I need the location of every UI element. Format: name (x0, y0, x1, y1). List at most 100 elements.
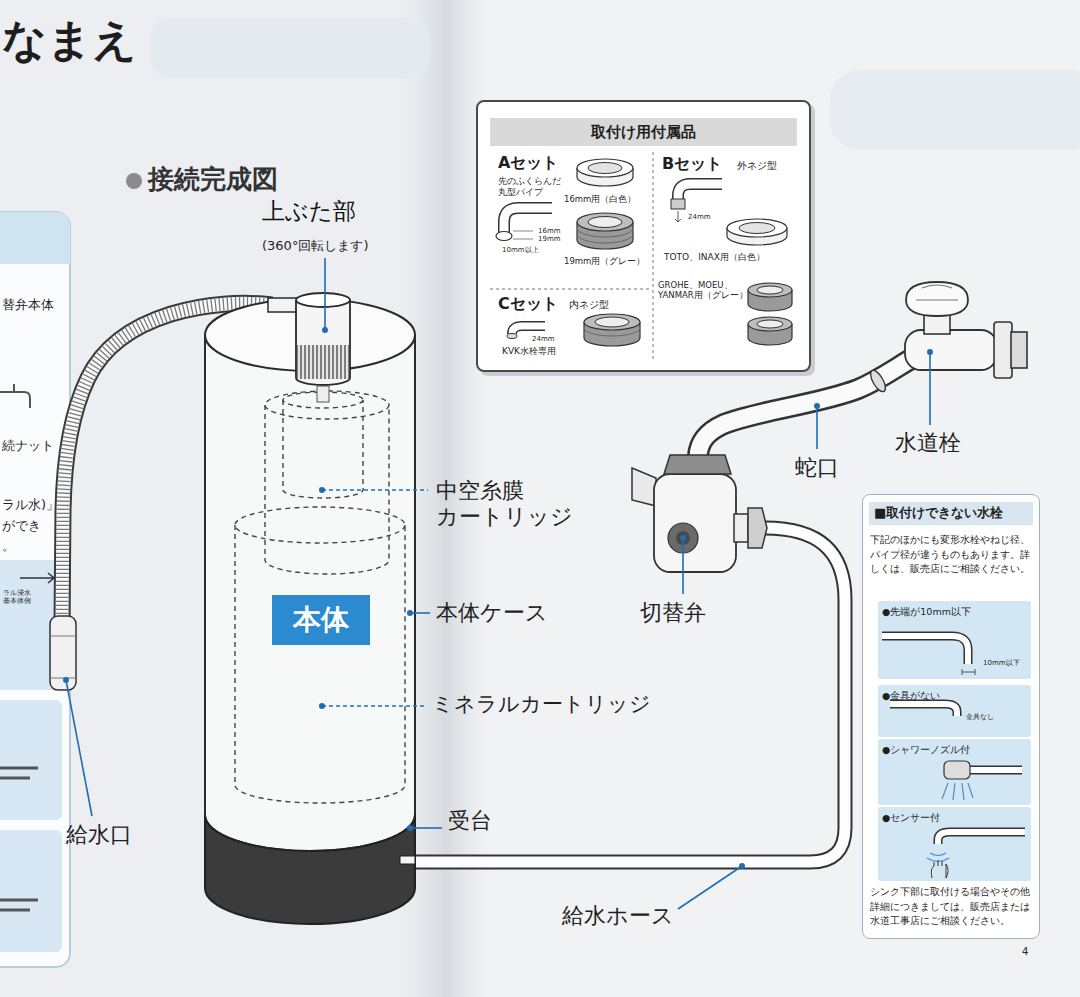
top-cap (296, 293, 350, 307)
diverter-valve (632, 455, 767, 572)
page-title: なまえ (2, 14, 137, 67)
water-tap (905, 282, 1027, 378)
node-text: 24mm (688, 213, 711, 221)
part-label: 受台 (448, 808, 492, 834)
pipe-sketch (513, 231, 533, 239)
leader-dot (319, 703, 325, 709)
unsuitable-tap-sketch (938, 832, 1025, 844)
top-cap (297, 345, 349, 379)
ring-grey (757, 286, 783, 294)
heading-bullet (126, 173, 142, 189)
feed-hose (50, 636, 76, 678)
supply-hose (410, 528, 845, 862)
node-text: 10mm以上 (502, 247, 539, 254)
filter-body (205, 335, 415, 851)
leader-dot (739, 863, 745, 869)
filter-body (235, 391, 405, 803)
supply-hose (410, 528, 845, 862)
parts-panel-ground (490, 152, 653, 362)
filter-body (400, 856, 415, 864)
part-label: ラル水)」 (2, 497, 59, 513)
node-text: シンク下部に取付ける場合やその他詳細につきましては、販売店または水道工事店にご相… (870, 885, 1034, 929)
pipe-sketch (507, 334, 517, 339)
part-label: ができ (2, 518, 41, 534)
node-text: GROHE、MOEU、 YANMAR用（グレー） (658, 280, 750, 300)
top-cap (296, 300, 350, 385)
leader-dot (322, 327, 328, 333)
pipe-sketch (496, 232, 512, 241)
notice-panel: ■取付けできない水栓下記のほかにも変形水栓やねじ径、パイプ径が違うものもあります… (862, 494, 1040, 939)
leader-line (322, 489, 428, 491)
node-text: 19mm (538, 236, 561, 243)
pipe-sketch (512, 326, 545, 334)
part-label: 接続完成図 (148, 164, 278, 195)
page-ground (150, 18, 430, 78)
node-text: 10mm以下 (983, 659, 1020, 667)
unsuitable-tap-sketch (890, 704, 957, 716)
side-panel (0, 212, 70, 264)
part-label: 給水ホース (562, 903, 674, 929)
parts-panel-ground (476, 100, 811, 372)
filter-body (283, 400, 363, 498)
unsuitable-tap-sketch (938, 832, 1025, 844)
ring-white (739, 223, 775, 234)
filter-body (235, 525, 405, 803)
side-panel (0, 700, 62, 820)
part-label: 切替弁 (640, 600, 706, 626)
leader-line (816, 406, 818, 449)
supply-hose (410, 528, 845, 862)
notice-panel-ground (862, 494, 1040, 939)
node-heading: 取付け用付属品 (490, 118, 797, 146)
part-label: 4 (1022, 946, 1028, 958)
unsuitable-tap-sketch (968, 766, 1022, 775)
ring-white (727, 219, 787, 237)
example-panel: ●センサー付 (878, 807, 1031, 881)
parts-panel: 取付け用付属品Aセット先のふくらんだ 丸型パイプ16mm19mm10mm以上16… (476, 100, 811, 372)
side-panel (0, 768, 38, 778)
parts-panel-ground (476, 100, 815, 376)
filter-body (205, 815, 415, 924)
leader-dot (63, 677, 69, 683)
side-panel (0, 384, 30, 408)
ring-grey (748, 283, 792, 297)
example-panel: ●金具がない金具なし (878, 685, 1031, 737)
part-label: (360°回転します) (262, 238, 368, 254)
feed-hose (50, 616, 76, 690)
leader-dot (319, 487, 325, 493)
diverter-valve (734, 514, 748, 542)
part-label: 替弁本体 (2, 297, 54, 313)
node-text: 先のふくらんだ 丸型パイプ (498, 176, 570, 198)
pipe-sketch (512, 326, 545, 334)
part-label: 給水口 (66, 822, 132, 848)
notice-panel-ground (878, 601, 1031, 679)
ring-grey (748, 317, 792, 331)
water-tap (905, 330, 997, 370)
filter-body (235, 507, 405, 543)
ring-grey (584, 314, 640, 330)
node-text: 外ネジ型 (737, 160, 777, 172)
unsuitable-tap-sketch (890, 704, 957, 716)
diverter-valve (654, 474, 736, 572)
leader-line (66, 258, 930, 909)
leader-dot (814, 403, 820, 409)
ring-grey (757, 320, 783, 328)
faucet-spout (868, 368, 889, 394)
node-text: 16mm用（白色） (564, 194, 636, 204)
node-heading: Aセット (498, 153, 558, 172)
ring-grey (595, 317, 629, 327)
leader-dot (407, 825, 413, 831)
node-heading: 本体 (272, 595, 370, 645)
unsuitable-tap-sketch (944, 761, 970, 779)
ring-grey (588, 217, 622, 228)
node-heading: Cセット (498, 294, 558, 313)
node-text: 24mm (532, 335, 555, 343)
part-label: ミネラルカートリッジ (432, 692, 651, 717)
unsuitable-tap-sketch (882, 636, 968, 664)
node-text: 内ネジ型 (569, 299, 609, 311)
node-heading: ●金具がない (882, 690, 940, 701)
node-text: 19mm用（グレー） (564, 256, 645, 266)
ring-white (577, 159, 633, 177)
example-panel: ●先端が10mm以下10mm以下 (878, 601, 1031, 679)
